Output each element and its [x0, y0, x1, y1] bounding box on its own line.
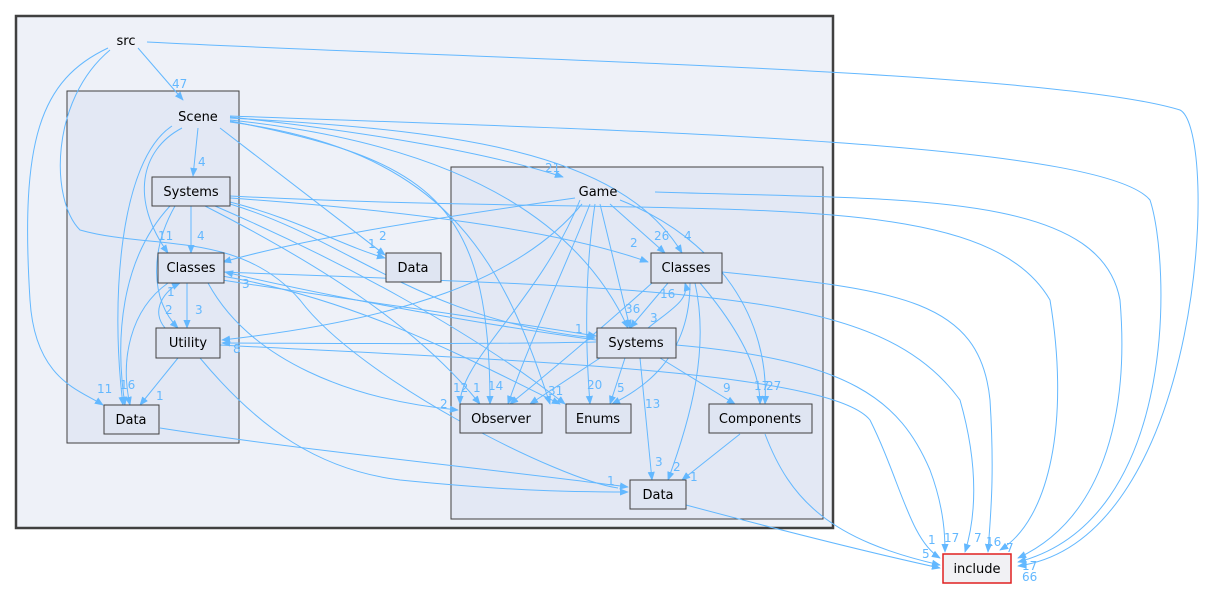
edge-label: 17: [944, 531, 959, 545]
node-include[interactable]: include: [942, 553, 1012, 584]
node-src[interactable]: src: [117, 34, 136, 49]
edge-label: 17: [1022, 559, 1037, 573]
edge-label: 3: [242, 277, 250, 291]
edge-label: 2: [673, 460, 681, 474]
edge-label: 2: [630, 236, 638, 250]
edge-label: 11: [158, 229, 173, 243]
node-enums[interactable]: Enums: [565, 403, 632, 434]
node-label: Game: [579, 185, 618, 200]
edge-labels: 47 11 17 66 4 11 21 2 4 1 26 4 36 2 3 1 …: [97, 77, 1037, 584]
edge-label: 1: [575, 322, 583, 336]
edge-label: 4: [198, 155, 206, 169]
edge-label: 16: [986, 535, 1001, 549]
edges: [27, 41, 1199, 570]
node-game[interactable]: Game: [579, 185, 618, 200]
edge-label: 11: [97, 382, 112, 396]
edge-label: 16: [120, 378, 135, 392]
node-game-systems[interactable]: Systems: [596, 327, 677, 359]
edge-label: 31: [548, 384, 563, 398]
node-components[interactable]: Components: [708, 403, 813, 434]
edge-label: 26: [654, 229, 669, 243]
node-game-classes[interactable]: Classes: [650, 252, 723, 284]
edge-label: 2: [379, 229, 387, 243]
node-scene[interactable]: Scene: [178, 110, 218, 125]
node-label: Data: [642, 488, 673, 503]
node-scene-classes[interactable]: Classes: [157, 252, 225, 284]
edge-label: 1: [690, 470, 698, 484]
edge-label: 27: [766, 379, 781, 393]
node-label: include: [953, 562, 1000, 577]
edge-label: 1: [167, 285, 175, 299]
edge-label: 66: [1022, 570, 1037, 584]
edge-label: 1: [156, 389, 164, 403]
edge-label: 5: [617, 381, 625, 395]
node-label: Enums: [576, 412, 620, 427]
edge-label: 20: [587, 378, 602, 392]
edge-label: 9: [723, 381, 731, 395]
node-label: Systems: [608, 336, 663, 351]
edge-label: 1: [473, 381, 481, 395]
edge-label: 7: [974, 531, 982, 545]
edge-label: 47: [172, 77, 187, 91]
node-observer[interactable]: Observer: [459, 403, 543, 434]
edge-label: 1: [607, 474, 615, 488]
node-label: Classes: [662, 261, 711, 276]
node-game-data[interactable]: Data: [629, 479, 687, 510]
edge-label: 4: [197, 229, 205, 243]
edge-label: 1: [368, 237, 376, 251]
edge-label: 7: [1006, 541, 1014, 555]
edge-label: 2: [165, 303, 173, 317]
node-label: Systems: [163, 185, 218, 200]
node-label: src: [117, 34, 136, 49]
edge-label: 14: [488, 379, 503, 393]
node-label: Classes: [167, 261, 216, 276]
edge-label: 5: [922, 547, 930, 561]
node-src-data[interactable]: Data: [385, 252, 442, 283]
node-label: Data: [115, 413, 146, 428]
node-scene-data[interactable]: Data: [103, 404, 160, 435]
edge-label: 4: [684, 229, 692, 243]
edge-label: 17: [754, 379, 769, 393]
edge-label: 2: [440, 397, 448, 411]
edge-label: 3: [655, 455, 663, 469]
node-scene-systems[interactable]: Systems: [151, 176, 231, 207]
node-label: Observer: [471, 412, 531, 427]
edge-label: 3: [650, 311, 658, 325]
node-label: Components: [719, 412, 801, 427]
edge-label: 16: [660, 287, 675, 301]
edge-label: 8: [233, 342, 241, 356]
node-label: Data: [397, 261, 428, 276]
edge-label: 3: [195, 303, 203, 317]
node-scene-utility[interactable]: Utility: [155, 327, 221, 359]
edge-label: 36: [625, 302, 640, 316]
edge-label: 1: [928, 533, 936, 547]
edge-label: 13: [645, 397, 660, 411]
node-label: Scene: [178, 110, 218, 125]
edge-label: 12: [453, 381, 468, 395]
edge-label: 21: [545, 161, 560, 175]
node-label: Utility: [169, 336, 208, 351]
